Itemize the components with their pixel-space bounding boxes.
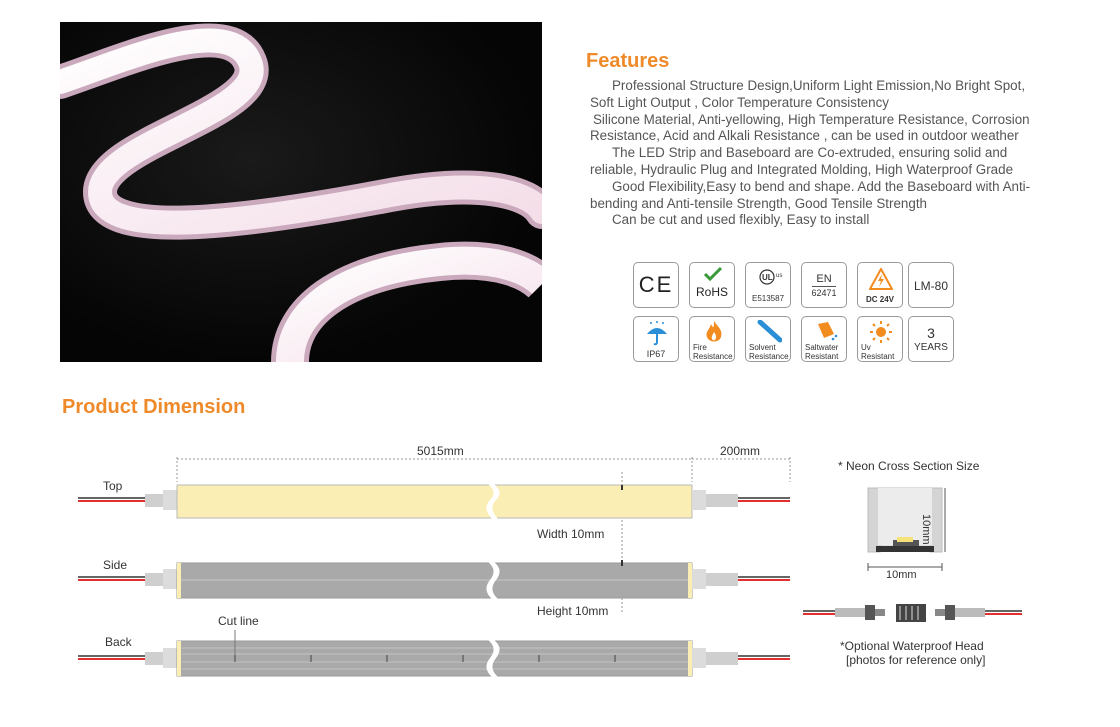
umbrella-icon bbox=[647, 321, 667, 346]
ul-logo-icon: UL bbox=[759, 269, 775, 285]
product-dimension-heading: Product Dimension bbox=[62, 396, 246, 418]
length-lead-label: 200mm bbox=[720, 444, 761, 458]
waterproof-head-note: *Optional Waterproof Head bbox=[840, 639, 984, 653]
length-main-label: 5015mm bbox=[417, 444, 464, 458]
cross-height-label: 10mm bbox=[920, 514, 932, 545]
flame-icon bbox=[706, 321, 722, 342]
svg-text:UL: UL bbox=[762, 273, 773, 282]
checkmark-icon bbox=[704, 267, 722, 281]
warranty-badge: 3 YEARS bbox=[908, 316, 954, 362]
top-view-label: Top bbox=[103, 479, 123, 493]
feature-item: The LED Strip and Baseboard are Co-extru… bbox=[590, 145, 1014, 177]
product-photo bbox=[60, 22, 542, 362]
top-view-strip bbox=[78, 484, 790, 519]
feature-item: Silicone Material, Anti-yellowing, High … bbox=[590, 111, 1030, 144]
en-badge: EN 62471 bbox=[801, 262, 847, 308]
height-label: Height 10mm bbox=[537, 604, 609, 618]
dc-voltage-badge: DC 24V bbox=[857, 262, 903, 308]
en-divider bbox=[812, 286, 836, 287]
uv-resistant-badge: Uv Resistant bbox=[857, 316, 903, 362]
cross-width-label: 10mm bbox=[886, 569, 917, 581]
side-view-strip bbox=[78, 560, 790, 599]
back-view-label: Back bbox=[105, 635, 132, 649]
saltwater-resistant-badge: Saltwater Resistant bbox=[801, 316, 847, 362]
rohs-badge: RoHS bbox=[689, 262, 735, 308]
salt-shaker-icon bbox=[818, 322, 838, 341]
solvent-resistance-badge: Solvent Resistance bbox=[745, 316, 791, 362]
ul-badge: UL us E513587 bbox=[745, 262, 791, 308]
features-list: Professional Structure Design,Uniform Li… bbox=[590, 78, 1040, 229]
warning-triangle-icon bbox=[869, 268, 893, 290]
cross-section-drawing bbox=[867, 487, 946, 571]
feature-item: Good Flexibility,Easy to bend and shape.… bbox=[590, 178, 1031, 211]
back-view-strip bbox=[78, 630, 790, 677]
features-heading: Features bbox=[586, 50, 670, 72]
ip67-badge: IP67 bbox=[633, 316, 679, 362]
width-label: Width 10mm bbox=[537, 527, 605, 541]
ce-badge: CE bbox=[633, 262, 679, 308]
reference-note: [photos for reference only] bbox=[846, 653, 986, 667]
fire-resistance-badge: Fire Resistance bbox=[689, 316, 735, 362]
feature-item: Professional Structure Design,Uniform Li… bbox=[590, 78, 1026, 110]
neon-strip-illustration bbox=[60, 23, 542, 362]
side-view-label: Side bbox=[103, 558, 128, 572]
cross-section-title: * Neon Cross Section Size bbox=[838, 459, 980, 473]
sun-icon bbox=[870, 321, 892, 343]
cut-line-label: Cut line bbox=[218, 614, 259, 628]
feature-item: Can be cut and used flexibly, Easy to in… bbox=[612, 212, 870, 228]
lm80-badge: LM-80 bbox=[908, 262, 954, 308]
test-tube-icon bbox=[757, 320, 782, 343]
waterproof-head-drawing bbox=[803, 604, 1022, 622]
